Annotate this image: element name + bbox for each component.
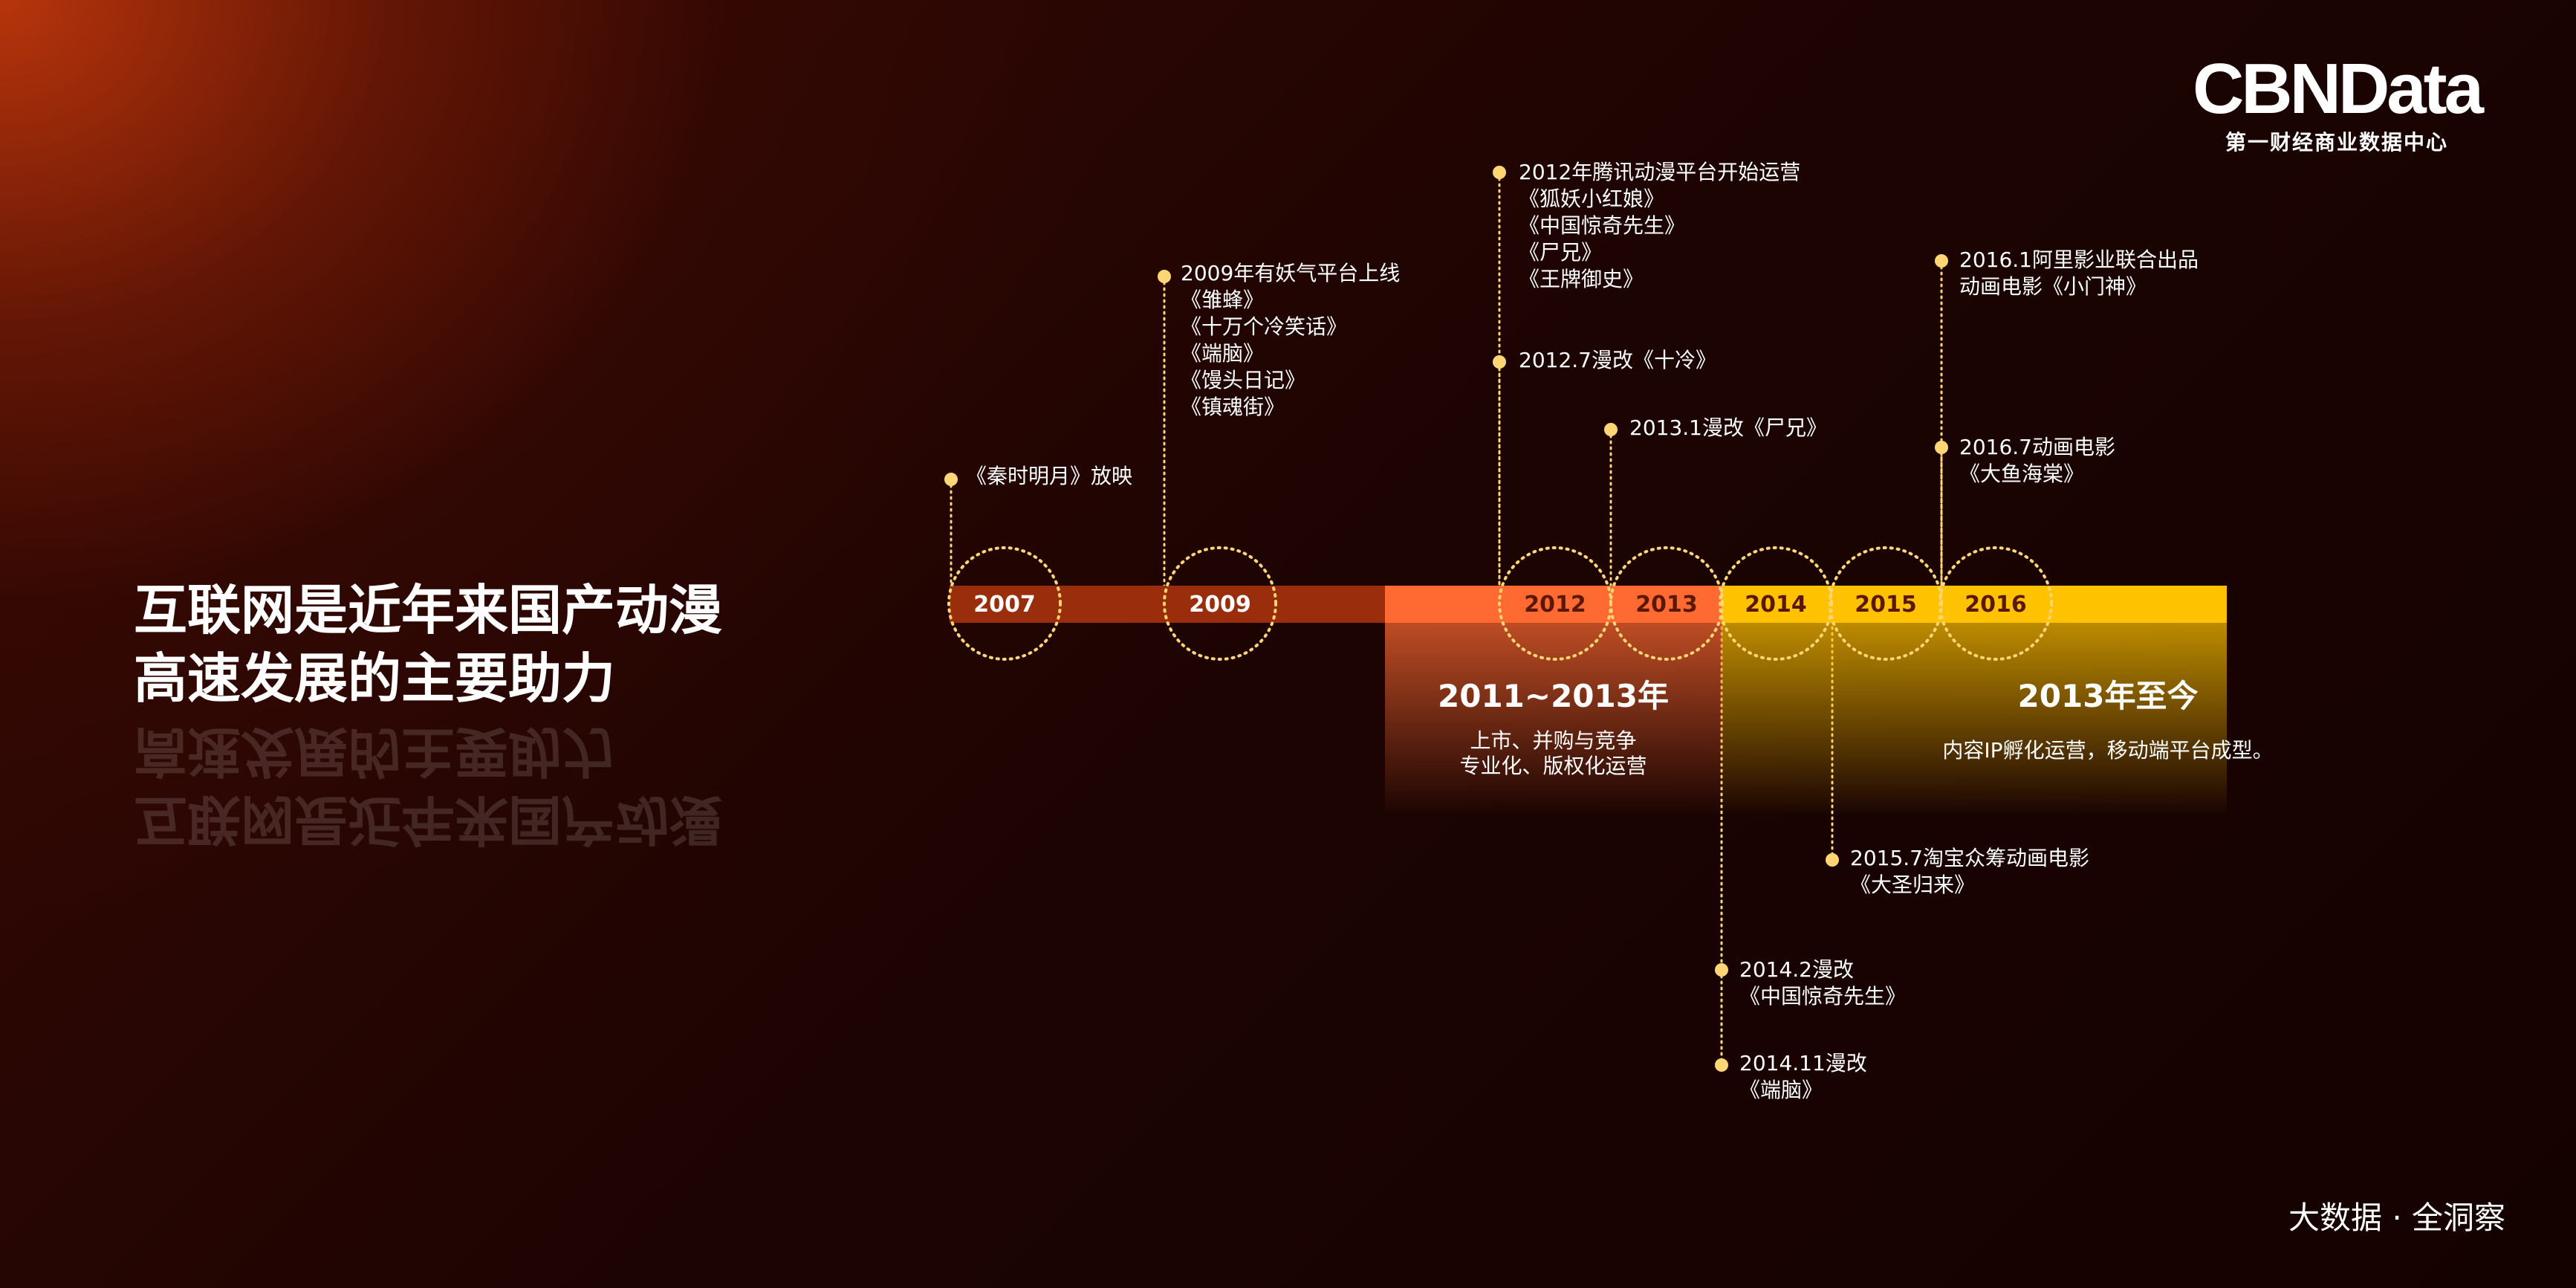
tagline: 大数据 · 全洞察 [2288, 1200, 2506, 1236]
era-description-2013-now: 内容IP孵化运营，移动端平台成型。 [1942, 738, 2274, 763]
event-dot [1493, 166, 1506, 179]
era-title-2011-2013: 2011~2013年 [1438, 678, 1669, 714]
event-label-2013: 2013.1漫改《尸兄》 [1629, 415, 1827, 440]
year-circle-2009 [1163, 546, 1277, 661]
timeline-bar-2013-now [1722, 586, 2227, 623]
event-label-2014: 2014.2漫改 《中国惊奇先生》 [1739, 957, 1907, 1009]
brand-subtitle: 第一财经商业数据中心 [2225, 130, 2448, 155]
era-title-2013-now: 2013年至今 [2017, 678, 2199, 714]
event-dot [1935, 441, 1948, 454]
year-circle-2007 [947, 546, 1062, 661]
brand-logo: CBNData [2192, 49, 2484, 129]
event-dot [1826, 853, 1839, 867]
event-dot [944, 473, 958, 486]
year-label-2016: 2016 [1965, 592, 2027, 618]
event-label-2007: 《秦时明月》放映 [966, 464, 1133, 488]
era-description-2011-2013: 上市、并购与竞争 专业化、版权化运营 [1459, 728, 1647, 778]
event-dot [1158, 270, 1171, 283]
event-dot [1493, 355, 1506, 369]
era-panel-2011-2013 [1385, 586, 1722, 816]
year-label-2013: 2013 [1635, 592, 1698, 618]
year-label-2009: 2009 [1189, 592, 1251, 618]
event-dot [1715, 1058, 1728, 1072]
year-label-2015: 2015 [1855, 592, 1917, 618]
headline: 互联网是近年来国产动漫 高速发展的主要助力 [134, 579, 723, 710]
year-label-2007: 2007 [973, 592, 1036, 618]
event-label-2014: 2014.11漫改 《端脑》 [1739, 1051, 1867, 1102]
event-label-2012: 2012年腾讯动漫平台开始运营 《狐妖小红娘》 《中国惊奇先生》 《尸兄》 《王… [1519, 160, 1801, 291]
year-circle-2013 [1609, 546, 1724, 661]
event-label-2009: 2009年有妖气平台上线 《雏蜂》 《十万个冷笑话》 《端脑》 《馒头日记》 《… [1181, 261, 1401, 419]
event-dot [1935, 254, 1948, 268]
event-label-2015: 2015.7淘宝众筹动画电影 《大圣归来》 [1850, 846, 2089, 897]
event-label-2016: 2016.1阿里影业联合出品 动画电影《小门神》 [1959, 247, 2199, 299]
event-label-2012: 2012.7漫改《十冷》 [1519, 348, 1716, 372]
era-panel-2013-now [1722, 586, 2227, 816]
year-circle-2016 [1939, 546, 2053, 661]
event-label-2016: 2016.7动画电影 《大鱼海棠》 [1959, 435, 2115, 486]
timeline-bar-2011-2013 [1385, 586, 1722, 623]
year-label-2012: 2012 [1524, 592, 1586, 618]
event-dot [1604, 423, 1618, 436]
year-label-2014: 2014 [1745, 592, 1807, 618]
